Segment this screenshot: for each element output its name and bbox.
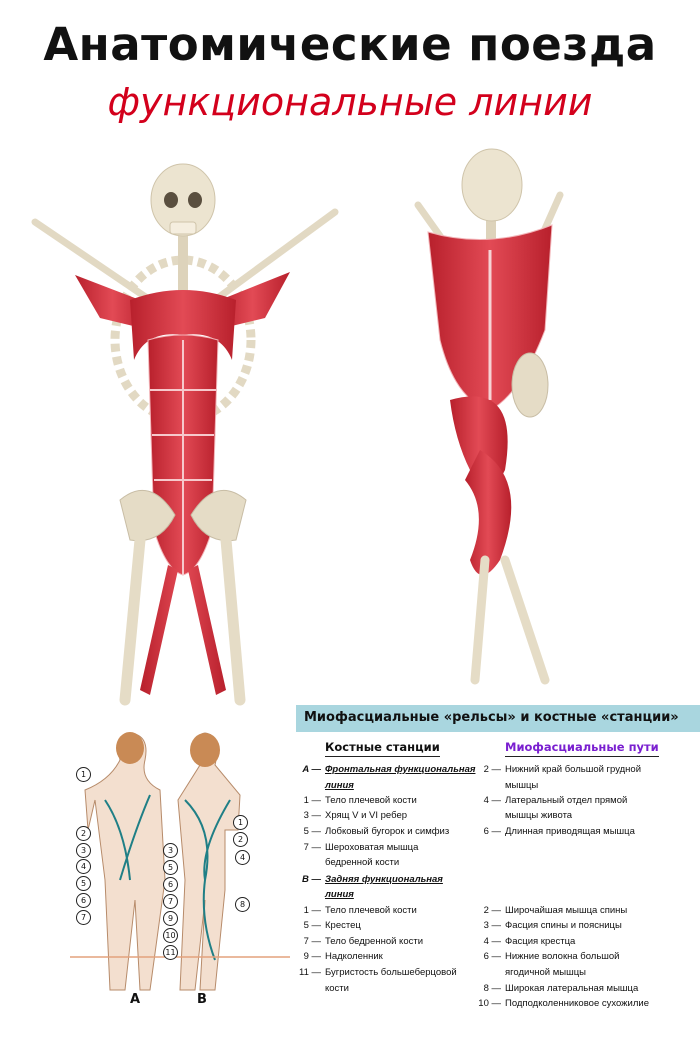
row-number: 2 — [483, 905, 501, 916]
row-text: Широчайшая мышца спины [505, 905, 628, 916]
bones-column-header: Костные станции [325, 740, 440, 757]
callout-number: 9 [163, 911, 178, 926]
row-number: 4 — [483, 936, 501, 947]
row-text: Тело плечевой кости [325, 795, 417, 806]
callout-number: 11 [163, 945, 178, 960]
paths-column-header: Миофасциальные пути [505, 740, 659, 757]
line-diagram-front [84, 732, 166, 991]
row-text: бедренной кости [325, 857, 400, 868]
callout-number: 8 [235, 897, 250, 912]
callout-number: 1 [233, 815, 248, 830]
row-text: Надколенник [325, 951, 383, 962]
front-skeleton-figure [31, 163, 339, 706]
row-text: Бугристость большеберцовой [325, 967, 457, 978]
row-text: Тело плечевой кости [325, 905, 417, 916]
callout-number: 7 [163, 894, 178, 909]
table-heading-band: Миофасциальные «рельсы» и костные «станц… [296, 705, 700, 732]
row-text: линия [325, 889, 354, 900]
row-number: B — [302, 874, 321, 885]
row-text: Широкая латеральная мышца [505, 983, 639, 994]
back-skeleton-figure [414, 148, 564, 685]
row-text: Хрящ V и VI ребер [325, 810, 408, 821]
row-text: кости [325, 983, 349, 994]
row-text: Нижние волокна большой [505, 951, 620, 962]
row-text: мышцы живота [505, 810, 573, 821]
callout-number: 4 [235, 850, 250, 865]
row-text: Длинная приводящая мышца [505, 826, 635, 837]
row-number: 3 — [483, 920, 501, 931]
row-number: 1 — [303, 905, 321, 916]
row-number: 3 — [303, 810, 321, 821]
row-text: ягодичной мышцы [505, 967, 587, 978]
row-text: Фасция спины и поясницы [505, 920, 622, 931]
callout-number: 1 [76, 767, 91, 782]
poster-subtitle: функциональные линии [107, 80, 593, 124]
row-text: Фронтальная функциональная [325, 764, 476, 775]
row-text: Тело бедренной кости [325, 936, 424, 947]
callout-number: 3 [163, 843, 178, 858]
callout-number: 10 [163, 928, 178, 943]
row-text: Шероховатая мышца [325, 842, 419, 853]
row-text: Крестец [325, 920, 361, 931]
callout-number: 6 [76, 893, 91, 908]
line-diagram-back [177, 732, 241, 991]
row-text: Фасция крестца [505, 936, 576, 947]
row-text: Подподколенниковое сухожилие [505, 998, 649, 1009]
row-number: 11 — [298, 967, 321, 978]
row-text: мышцы [505, 780, 539, 791]
callout-number: 4 [76, 859, 91, 874]
row-number: 2 — [483, 764, 501, 775]
row-number: 5 — [303, 826, 321, 837]
row-number: 7 — [303, 842, 321, 853]
row-text: Латеральный отдел прямой [505, 795, 628, 806]
table-heading: Миофасциальные «рельсы» и костные «станц… [304, 710, 679, 725]
row-text: Лобковый бугорок и симфиз [325, 826, 450, 837]
row-number: 6 — [483, 826, 501, 837]
row-number: 5 — [303, 920, 321, 931]
row-number: 10 — [478, 998, 501, 1009]
row-text: линия [325, 780, 354, 791]
diagram-label-a: A [130, 992, 141, 1007]
row-number: 9 — [303, 951, 321, 962]
callout-number: 6 [163, 877, 178, 892]
callout-number: 2 [233, 832, 248, 847]
row-number: 6 — [483, 951, 501, 962]
row-number: 4 — [483, 795, 501, 806]
callout-number: 5 [163, 860, 178, 875]
diagram-label-b: B [197, 992, 207, 1007]
row-number: 8 — [483, 983, 501, 994]
callout-number: 3 [76, 843, 91, 858]
callout-number: 7 [76, 910, 91, 925]
callout-number: 5 [76, 876, 91, 891]
row-text: Задняя функциональная [325, 874, 443, 885]
poster-title: Анатомические поезда [43, 18, 657, 71]
row-number: A — [302, 764, 321, 775]
callout-number: 2 [76, 826, 91, 841]
row-number: 1 — [303, 795, 321, 806]
row-text: Нижний край большой грудной [505, 764, 642, 775]
row-number: 7 — [303, 936, 321, 947]
